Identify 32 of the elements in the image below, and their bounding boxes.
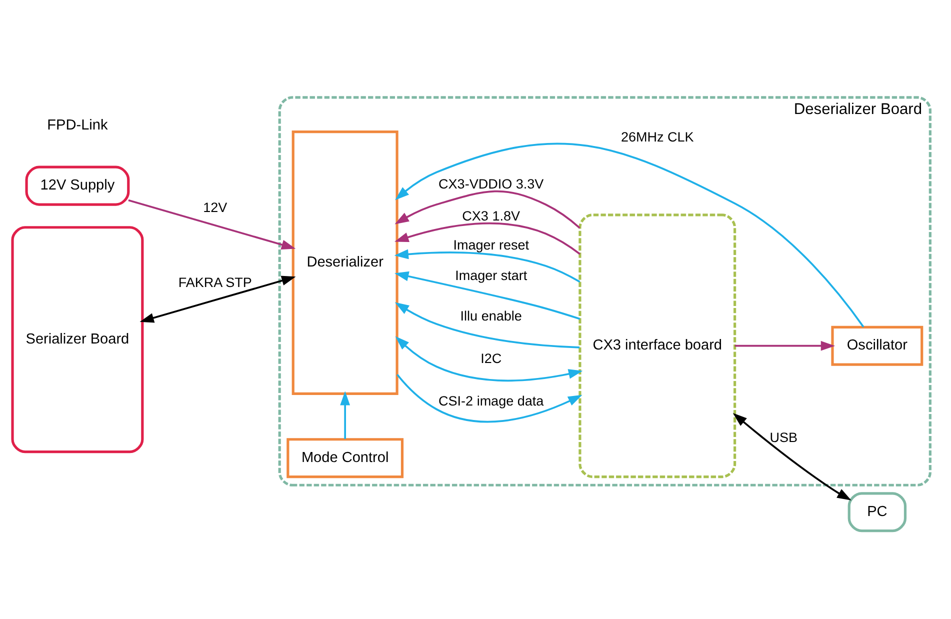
- node-box: Serializer Board: [11, 226, 144, 453]
- edge-label: Imager reset: [453, 237, 529, 252]
- arrow: [340, 390, 350, 439]
- edge-label: CX3-VDDIO 3.3V: [438, 176, 544, 191]
- arrow: [394, 248, 580, 282]
- edge-label: FAKRA STP: [178, 274, 252, 290]
- edge-label: Illu enable: [460, 308, 522, 323]
- arrow: [140, 275, 296, 322]
- label: FPD-Link: [47, 116, 108, 133]
- arrow: [396, 374, 582, 422]
- node-box: Deserializer: [292, 130, 398, 394]
- node-box: CX3 interface board: [578, 213, 736, 478]
- edge-label: USB: [770, 429, 798, 444]
- edge-label: 26MHz CLK: [620, 129, 694, 144]
- arrow: [394, 270, 580, 320]
- node-box: PC: [848, 492, 907, 532]
- edge-label: Imager start: [455, 267, 528, 282]
- arrow: [394, 190, 580, 228]
- edge-label: I2C: [480, 350, 502, 366]
- arrow: [732, 412, 852, 500]
- arrow: [734, 340, 836, 350]
- arrow: [394, 302, 580, 348]
- node-box: Mode Control: [286, 438, 404, 478]
- edge-label: CX3 1.8V: [462, 208, 520, 224]
- arrow: [395, 142, 864, 327]
- edge-label: 12V: [203, 200, 228, 215]
- arrow: [395, 336, 583, 381]
- arrow: [128, 198, 296, 250]
- arrow: [394, 222, 580, 254]
- node-box: Oscillator: [831, 325, 924, 366]
- node-box: 12V Supply: [25, 165, 130, 206]
- edge-label: CSI-2 image data: [438, 393, 544, 408]
